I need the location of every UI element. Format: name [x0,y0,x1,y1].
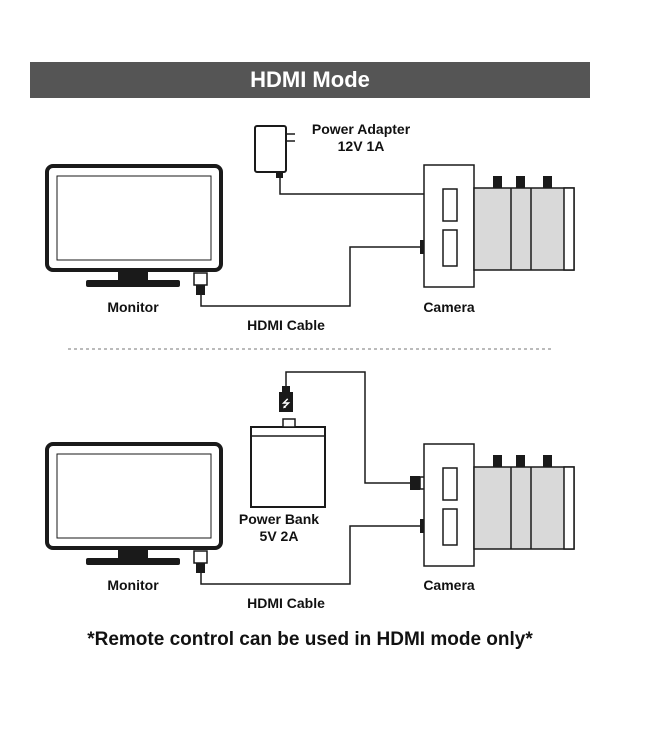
footnote: *Remote control can be used in HDMI mode… [87,629,533,650]
camera-label: Camera [423,577,475,593]
power-bank-spec: 5V 2A [260,528,299,544]
top-setup: Power Adapter 12V 1A Monitor Camera HDMI… [45,121,575,333]
hdmi-plug-icon [193,272,208,295]
hdmi-plug-icon [193,550,208,573]
power-bank-label: Power Bank [239,511,319,527]
hdmi-cable-label: HDMI Cable [247,595,325,611]
usb-plug-icon: ⭍ [279,386,293,412]
hdmi-cable-line [200,246,422,307]
power-bank-icon [250,418,326,508]
page-title: HDMI Mode [250,67,370,92]
title-banner: HDMI Mode [30,62,590,98]
svg-text:⭍: ⭍ [282,398,291,410]
power-adapter-label: Power Adapter [312,121,411,137]
monitor-icon [45,442,223,565]
camera-icon [423,443,575,567]
camera-icon [423,164,575,288]
camera-label: Camera [423,299,475,315]
power-cable-line [279,178,434,195]
usb-cable-line [285,371,414,484]
hdmi-cable-line [200,525,422,585]
power-adapter-spec: 12V 1A [338,138,385,154]
monitor-label: Monitor [107,577,159,593]
hdmi-cable-label: HDMI Cable [247,317,325,333]
power-adapter-icon [254,125,295,178]
monitor-label: Monitor [107,299,159,315]
bottom-setup: ⭍ Power Bank 5V 2A Monitor Camera HDMI C… [45,371,575,611]
monitor-icon [45,164,223,287]
